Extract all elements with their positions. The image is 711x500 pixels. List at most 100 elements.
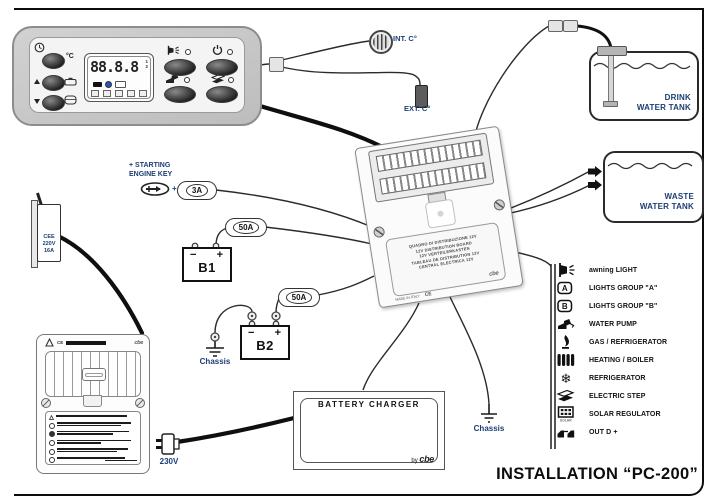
sensor-connector — [269, 57, 284, 72]
legend-item: OUT D + — [556, 424, 702, 440]
key-plus-sign: + — [172, 184, 177, 193]
down-button[interactable] — [42, 95, 65, 111]
tank-probe-stem — [608, 54, 614, 103]
ground-symbol-b2 — [206, 340, 224, 357]
legend-label: ELECTRIC STEP — [589, 392, 646, 400]
power-button[interactable] — [206, 59, 238, 76]
chassis-ground-label: Chassis — [473, 424, 505, 433]
fan-icon — [115, 90, 123, 97]
pump-button[interactable] — [164, 86, 196, 103]
charger-brand: by cbe — [411, 454, 434, 464]
step-button[interactable] — [206, 86, 238, 103]
mains-distribution-unit: CE cbe — [36, 334, 150, 474]
minus-sign: − — [190, 249, 197, 261]
lights-group-b-icon: B — [556, 298, 576, 314]
battery-icon — [64, 77, 77, 86]
fuse-cover — [45, 351, 141, 397]
model-text-bar — [66, 340, 107, 345]
legend-item: A LIGHTS GROUP "A" — [556, 280, 702, 296]
screw-left — [41, 398, 51, 408]
tank-level-icon — [64, 95, 77, 105]
cover-tab — [83, 395, 102, 407]
legend-item: B LIGHTS GROUP "B" — [556, 298, 702, 314]
unit-header: CE cbe — [45, 338, 143, 347]
panel-main-cable — [247, 100, 393, 154]
external-temp-sensor — [415, 85, 428, 108]
tank-probe-connector-2 — [563, 20, 578, 32]
step-led — [228, 77, 234, 83]
water-pump-icon — [556, 316, 576, 332]
display-value: 88.8.8 — [90, 58, 139, 76]
external-sensor-label: EXT. C° — [404, 104, 431, 113]
legend-item: WATER PUMP — [556, 316, 702, 332]
rating-plate-text: QUADRO DI DISTRIBUZIONE 12V 12V DISTRIBU… — [408, 233, 480, 271]
battery-status-icon — [93, 82, 102, 87]
battery-label: B2 — [256, 338, 274, 353]
temp-select-button[interactable] — [42, 53, 65, 69]
cover-latch — [424, 198, 457, 229]
cee-socket: CEE 220V 16A — [37, 204, 61, 262]
b1-fuse-to-dist-wire — [264, 226, 373, 245]
distribution-box: QUADRO DI DISTRIBUZIONE 12V 12V DISTRIBU… — [354, 125, 524, 309]
output-legend: awning LIGHT A LIGHTS GROUP "A" B LIGHTS… — [556, 262, 702, 440]
legend-item: HEATING / BOILER — [556, 352, 702, 368]
fuse-rating: 3A — [185, 184, 209, 197]
brand-logo: cbe — [134, 339, 143, 346]
legend-label: LIGHTS GROUP "B" — [589, 302, 658, 310]
chassis-ground-label: Chassis — [199, 357, 231, 366]
battery-b1: − + B1 — [182, 247, 232, 282]
up-button[interactable] — [42, 75, 65, 91]
awning-light-led — [185, 49, 191, 55]
snowflake-icon: ❄ — [560, 370, 572, 386]
legend-label: OUT D + — [589, 428, 618, 436]
display-function-icons — [91, 90, 147, 97]
pump-led — [184, 77, 190, 83]
awning-light-button-icon — [167, 45, 180, 55]
legend-item: SOLAR SOLAR REGULATOR — [556, 405, 702, 422]
charger-title: BATTERY CHARGER — [318, 400, 420, 409]
internal-temp-sensor — [369, 30, 393, 54]
charger-face — [300, 398, 438, 463]
clock-icon — [34, 42, 45, 53]
ground-symbol-dist — [481, 404, 497, 423]
power-led — [227, 49, 233, 55]
mode-indicator-icon — [105, 81, 112, 88]
terminal-block — [367, 132, 495, 203]
waste-tank-probes — [588, 166, 602, 191]
screw-right — [135, 398, 145, 408]
plus-sign: + — [274, 327, 281, 339]
tank-icon — [139, 90, 147, 97]
battery-label: B1 — [198, 260, 216, 275]
svg-text:B: B — [562, 302, 568, 311]
legend-label: LIGHTS GROUP "A" — [589, 284, 658, 292]
legend-label: WATER PUMP — [589, 320, 637, 328]
tank-probe-connector-1 — [548, 20, 563, 32]
fuse-rating: 50A — [232, 221, 260, 234]
aux-status-icon — [115, 81, 126, 88]
pump-button-icon — [166, 74, 179, 83]
electric-step-icon — [556, 388, 576, 404]
b2-fuse: 50A — [278, 288, 320, 307]
rating-plate: QUADRO DI DISTRIBUZIONE 12V 12V DISTRIBU… — [384, 221, 507, 298]
awning-light-button[interactable] — [164, 59, 196, 76]
dist-to-waste-tank-wire2 — [505, 184, 591, 215]
b1-fuse: 50A — [225, 218, 267, 237]
legend-label: GAS / REFRIGERATOR — [589, 338, 668, 346]
power-button-icon — [212, 45, 223, 55]
legend-label: HEATING / BOILER — [589, 356, 654, 364]
out-d-plus-icon — [556, 424, 576, 440]
legend-item: ELECTRIC STEP — [556, 388, 702, 404]
legend-item: awning LIGHT — [556, 262, 702, 278]
warning-triangle-icon — [49, 415, 54, 420]
connector-to-ext-sensor-wire — [281, 66, 421, 86]
screw-left — [372, 225, 386, 239]
